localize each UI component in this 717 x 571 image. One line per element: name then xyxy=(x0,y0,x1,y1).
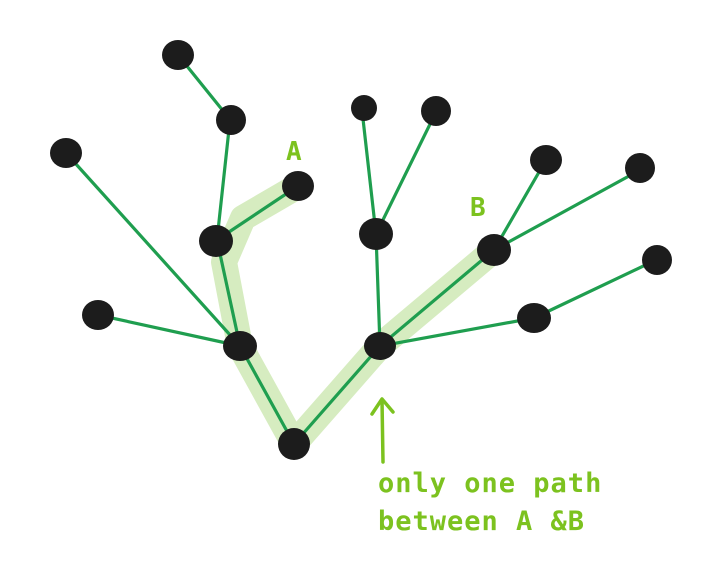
edge xyxy=(374,110,438,236)
edge xyxy=(292,344,382,446)
tree-node xyxy=(216,105,246,135)
tree-node-a xyxy=(282,171,314,201)
tree-node xyxy=(199,225,233,257)
tree-node xyxy=(223,331,257,361)
edge xyxy=(378,248,496,348)
tree-node xyxy=(359,218,393,250)
tree-node xyxy=(50,138,82,168)
tree-node xyxy=(642,245,672,275)
tree-node-b xyxy=(477,234,511,266)
caption-line-1: only one path xyxy=(378,468,602,499)
tree-nodes xyxy=(50,40,672,460)
tree-node xyxy=(530,145,562,175)
label-node-b: B xyxy=(470,193,486,223)
edge xyxy=(360,108,378,236)
label-node-a: A xyxy=(286,137,302,167)
edge xyxy=(215,184,300,242)
path-highlight xyxy=(211,173,507,457)
edge xyxy=(64,151,242,348)
tree-node xyxy=(517,303,551,333)
edge xyxy=(215,118,232,242)
edge xyxy=(374,232,382,348)
tree-node xyxy=(82,300,114,330)
tree-node xyxy=(364,332,396,360)
tree-node-root xyxy=(278,428,310,460)
edge xyxy=(492,168,642,252)
tree-node xyxy=(421,96,451,126)
caption-line-2: between A &B xyxy=(378,506,585,537)
tree-node xyxy=(351,95,377,121)
edge xyxy=(238,344,296,446)
edge xyxy=(378,316,536,348)
arrow-icon xyxy=(370,397,395,464)
edge xyxy=(215,238,242,348)
edge xyxy=(96,313,242,348)
edge xyxy=(532,258,658,320)
tree-node xyxy=(162,40,194,70)
edge xyxy=(492,158,548,252)
tree-edges xyxy=(64,53,658,446)
tree-node xyxy=(625,153,655,183)
